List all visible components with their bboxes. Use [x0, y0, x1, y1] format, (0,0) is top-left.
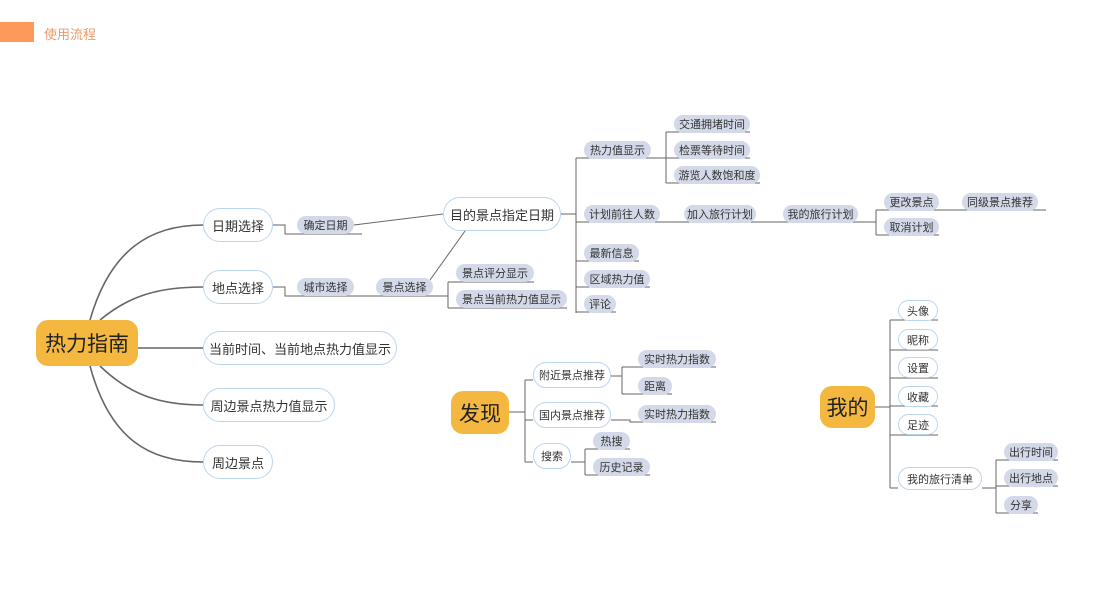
link-dest-children [561, 157, 660, 313]
node-location-select[interactable]: 地点选择 [203, 270, 273, 304]
link-root-location [99, 286, 204, 321]
page-title: 使用流程 [44, 28, 97, 43]
node-nearby-spots[interactable]: 周边景点 [203, 445, 273, 479]
link-nearby-rec-children [611, 366, 716, 395]
link-spot-children [440, 281, 567, 309]
node-change-spot[interactable]: 更改景点 [884, 193, 939, 211]
node-heat-display[interactable]: 热力值显示 [584, 141, 651, 159]
node-cancel-plan[interactable]: 取消计划 [884, 218, 939, 236]
node-add-plan[interactable]: 加入旅行计划 [684, 205, 756, 223]
link-root-nearby-heat [99, 365, 204, 406]
node-comments[interactable]: 评论 [584, 295, 616, 313]
node-domestic-rec[interactable]: 国内景点推荐 [533, 402, 611, 428]
header-accent-bar [0, 22, 34, 42]
node-nearby-heat[interactable]: 周边景点热力值显示 [203, 388, 335, 422]
node-confirm-date[interactable]: 确定日期 [297, 216, 354, 234]
node-nearby-rec[interactable]: 附近景点推荐 [533, 362, 611, 388]
node-footprints[interactable]: 足迹 [898, 414, 938, 435]
node-spot-rating[interactable]: 景点评分显示 [456, 264, 534, 282]
root-node-mine[interactable]: 我的 [820, 386, 875, 428]
node-my-plan[interactable]: 我的旅行计划 [783, 205, 858, 223]
node-similar-spots[interactable]: 同级景点推荐 [962, 193, 1038, 211]
node-nickname[interactable]: 昵称 [898, 329, 938, 350]
node-settings[interactable]: 设置 [898, 357, 938, 378]
node-current-heat[interactable]: 当前时间、当前地点热力值显示 [203, 331, 397, 365]
node-dest-date[interactable]: 目的景点指定日期 [443, 197, 561, 231]
link-location-city [273, 286, 440, 297]
node-hot-search[interactable]: 热搜 [593, 432, 630, 450]
node-trip-list[interactable]: 我的旅行清单 [898, 467, 982, 490]
node-saturation[interactable]: 游览人数饱和度 [674, 166, 760, 184]
node-latest-info[interactable]: 最新信息 [584, 244, 639, 262]
link-date-confirm [273, 224, 362, 235]
node-ticket-wait[interactable]: 检票等待时间 [674, 141, 750, 159]
node-history[interactable]: 历史记录 [593, 458, 650, 476]
link-confirm-dest [353, 213, 444, 226]
node-favorites[interactable]: 收藏 [898, 386, 938, 407]
link-discover [509, 379, 533, 463]
node-trip-place[interactable]: 出行地点 [1004, 469, 1058, 487]
link-root-nearby [89, 365, 204, 463]
node-avatar[interactable]: 头像 [898, 300, 938, 321]
node-spot-select[interactable]: 景点选择 [376, 278, 433, 296]
node-trip-time[interactable]: 出行时间 [1004, 443, 1058, 461]
link-search-children [571, 448, 650, 476]
node-city-select[interactable]: 城市选择 [297, 278, 354, 296]
link-spot-dest [429, 230, 466, 281]
node-distance[interactable]: 距离 [638, 377, 672, 395]
node-search[interactable]: 搜索 [533, 443, 571, 469]
node-area-heat[interactable]: 区域热力值 [584, 270, 650, 288]
node-traffic[interactable]: 交通拥堵时间 [674, 115, 750, 133]
link-root-date [89, 224, 204, 321]
node-share[interactable]: 分享 [1004, 496, 1038, 514]
node-date-select[interactable]: 日期选择 [203, 208, 273, 242]
root-node-heat-guide[interactable]: 热力指南 [36, 320, 138, 366]
node-planned-visitors[interactable]: 计划前往人数 [584, 205, 660, 223]
root-node-discover[interactable]: 发现 [451, 391, 509, 434]
node-spot-heat[interactable]: 景点当前热力值显示 [456, 290, 567, 308]
node-realtime-heat-1[interactable]: 实时热力指数 [638, 350, 716, 368]
node-realtime-heat-2[interactable]: 实时热力指数 [638, 405, 716, 423]
